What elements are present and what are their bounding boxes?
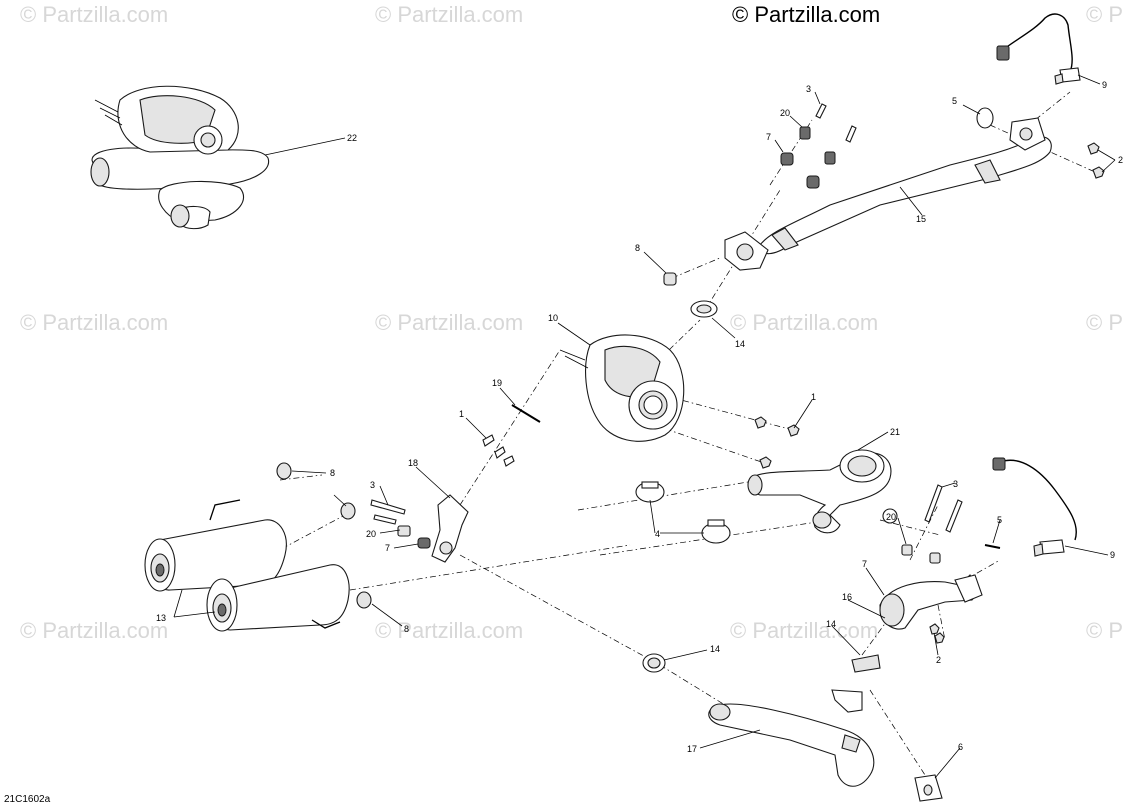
callout-18: 18 (408, 458, 418, 468)
callout-7-right: 7 (862, 559, 867, 569)
callout-6: 6 (958, 742, 963, 752)
callout-19: 19 (492, 378, 502, 388)
callout-20-right: 20 (886, 512, 896, 522)
part-6-hanger (914, 774, 943, 802)
callout-7-top: 7 (766, 132, 771, 142)
callout-3-top: 3 (806, 84, 811, 94)
watermark: © Partzilla.com (730, 618, 879, 643)
callout-20-left: 20 (366, 529, 376, 539)
watermark: © Partzilla.com (20, 618, 169, 643)
callout-15: 15 (916, 214, 926, 224)
callout-3-left: 3 (370, 480, 375, 490)
callout-8-left-bottom: 8 (404, 624, 409, 634)
watermark: © Partzilla.com (20, 310, 169, 335)
watermark: © Partzilla.com (375, 310, 524, 335)
part-21-y-pipe (747, 449, 898, 534)
callout-8-left-top: 8 (330, 468, 335, 478)
callout-1-right: 1 (811, 392, 816, 402)
left-fasteners (370, 499, 431, 549)
callout-2-right: 2 (936, 655, 941, 665)
callout-14-bottom: 14 (710, 644, 720, 654)
part-19-gasket (511, 404, 541, 423)
watermark: © Partzilla.com (730, 310, 879, 335)
watermark: © Partzilla.com (375, 618, 524, 643)
leader-lines (173, 74, 1116, 779)
part-22-header-assembly (90, 85, 270, 230)
callout-16: 16 (842, 592, 852, 602)
part-14-gasket-lower (642, 653, 881, 673)
part-10-catalytic-housing (559, 334, 685, 442)
callout-5-right: 5 (997, 515, 1002, 525)
callout-17: 17 (687, 744, 697, 754)
watermark: © Partzilla.com (20, 2, 169, 27)
watermark: © P (1086, 618, 1123, 643)
callout-14-right: 14 (826, 619, 836, 629)
part-16-rear-header (879, 574, 983, 630)
top-hardware (663, 103, 1105, 318)
callout-9-top: 9 (1102, 80, 1107, 90)
callout-4: 4 (655, 529, 660, 539)
watermark: © P (1086, 310, 1123, 335)
part-17-rear-pipe (708, 689, 875, 787)
right-fasteners (901, 484, 1001, 644)
part-13-mufflers (144, 499, 350, 632)
part-9-oxygen-sensor-right (992, 457, 1077, 557)
callout-21: 21 (890, 427, 900, 437)
callout-7-left: 7 (385, 543, 390, 553)
part-9-oxygen-sensor-top (996, 13, 1081, 85)
copyright-notice: © Partzilla.com (732, 2, 881, 27)
part-8-grommets (276, 462, 372, 609)
callout-13: 13 (156, 613, 166, 623)
callout-5-top: 5 (952, 96, 957, 106)
assembly-lines (269, 91, 1096, 776)
callout-3-right: 3 (953, 479, 958, 489)
callout-22: 22 (347, 133, 357, 143)
callout-9-right: 9 (1110, 550, 1115, 560)
callout-10: 10 (548, 313, 558, 323)
watermark: © P (1086, 2, 1123, 27)
figure-id: 21C1602a (4, 794, 51, 805)
callout-14-top: 14 (735, 339, 745, 349)
callout-1-left: 1 (459, 409, 464, 419)
part-4-clamps (635, 481, 731, 544)
part-18-bracket (431, 494, 469, 563)
part-15-front-pipe (724, 117, 1052, 271)
center-screws (482, 416, 800, 469)
callout-20-top: 20 (780, 108, 790, 118)
callout-2-top: 2 (1118, 155, 1123, 165)
watermark: © Partzilla.com (375, 2, 524, 27)
callout-labels: 22 9 5 3 20 7 2 15 8 14 10 19 1 1 21 18 … (156, 80, 1123, 754)
callout-8-top: 8 (635, 243, 640, 253)
